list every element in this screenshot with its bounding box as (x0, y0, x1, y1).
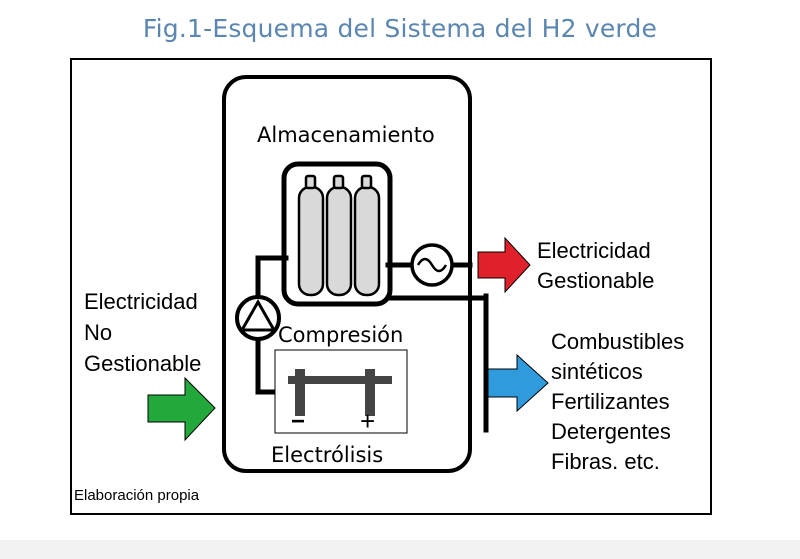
product-item: Fertilizantes (551, 389, 670, 414)
output-electric-line1: Electricidad (537, 238, 651, 263)
diagram-frame (70, 58, 712, 515)
figure-title: Fig.1-Esquema del Sistema del H2 verde (142, 14, 658, 43)
input-label-line2: No (84, 320, 113, 345)
product-item: Detergentes (551, 419, 671, 444)
output-electric-line2: Gestionable (537, 268, 655, 293)
electric-output-arrow (477, 236, 531, 294)
product-item: Combustibles (551, 329, 685, 354)
electrolyzer-icon (274, 349, 408, 434)
product-item: Fibras. etc. (551, 449, 660, 474)
storage-label: Almacenamiento (257, 123, 435, 147)
product-item: sintéticos (551, 359, 643, 384)
cylinder-icon (297, 174, 381, 297)
system-box (222, 75, 472, 473)
plus-sign: + (360, 406, 376, 436)
source-note: Elaboración propia (74, 487, 200, 504)
input-label-line1: Electricidad (84, 289, 198, 314)
compressor-icon (235, 295, 281, 341)
piping (255, 255, 489, 433)
minus-sign: − (291, 408, 306, 435)
bottom-band (0, 540, 800, 559)
generator-icon (410, 243, 454, 287)
products-output-arrow (487, 353, 549, 413)
input-label-line3: Gestionable (84, 351, 202, 376)
compression-label: Compresión (278, 323, 404, 347)
input-arrow (147, 376, 216, 442)
storage-box (281, 161, 393, 307)
electrolysis-label: Electrólisis (271, 443, 384, 467)
